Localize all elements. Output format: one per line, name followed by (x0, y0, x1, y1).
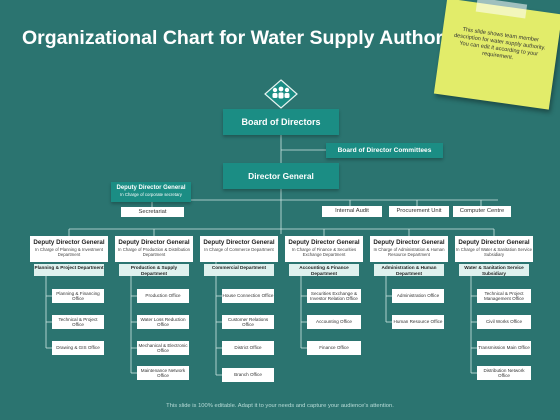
office-box: Drawing & GIS Office (52, 341, 104, 355)
ddg-corporate-sub: In Charge of corporate secretary (120, 192, 182, 197)
ddg-sub: In Charge of Water & Sanitation Service … (455, 247, 533, 257)
office-box: District Office (222, 341, 274, 355)
computer-centre-box: Computer Centre (453, 206, 511, 217)
ddg-sub: In Charge of Production & Distribution D… (117, 247, 191, 257)
board-committees-box: Board of Director Committees (326, 143, 443, 158)
dept-planning: Planning & Project Department (34, 264, 104, 276)
office-box: Technical & Project Management Office (477, 289, 531, 303)
ddg-title: Deputy Director General (373, 239, 445, 246)
footer-text: This slide is 100% editable. Adapt it to… (166, 403, 394, 409)
page-title: Organizational Chart for Water Supply Au… (22, 27, 466, 49)
ddg-administration-box: Deputy Director General In Charge of Adm… (370, 236, 448, 262)
ddg-finance-box: Deputy Director General In Charge of Fin… (285, 236, 363, 262)
office-box: Accounting Office (307, 315, 361, 329)
board-of-directors-box: Board of Directors (223, 109, 339, 135)
ddg-title: Deputy Director General (288, 239, 360, 246)
office-box: House Connection Office (222, 289, 274, 303)
office-box: Securities Exchange & Investor Relation … (307, 289, 361, 303)
ddg-sub: In Charge of Commerce Department (204, 247, 274, 252)
office-box: Customer Relations Office (222, 315, 274, 329)
dept-administration: Administration & Human Department (374, 264, 444, 276)
office-box: Water Loss Reduction Office (137, 315, 189, 329)
ddg-title: Deputy Director General (118, 239, 190, 246)
office-box: Distribution Network Office (477, 366, 531, 380)
office-box: Mechanical & Electronic Office (137, 341, 189, 355)
director-general-box: Director General (223, 163, 339, 189)
dept-water-sanitation: Water & Sanitation Service Subsidiary (459, 264, 529, 276)
ddg-title: Deputy Director General (203, 239, 275, 246)
office-box: Human Resource Office (392, 315, 444, 329)
office-box: Planning & Financing Office (52, 289, 104, 303)
ddg-title: Deputy Director General (458, 239, 530, 246)
team-icon (264, 79, 298, 109)
office-box: Administration Office (392, 289, 444, 303)
ddg-planning-box: Deputy Director General In Charge of Pla… (30, 236, 108, 262)
office-box: Transmission Main Office (477, 341, 531, 355)
dept-production: Production & Supply Department (119, 264, 189, 276)
dept-finance: Accounting & Finance Department (289, 264, 359, 276)
ddg-title: Deputy Director General (33, 239, 105, 246)
office-box: Technical & Project Office (52, 315, 104, 329)
ddg-production-box: Deputy Director General In Charge of Pro… (115, 236, 193, 262)
dept-commercial: Commercial Department (204, 264, 274, 276)
office-box: Civil Works Office (477, 315, 531, 329)
ddg-sub: In Charge of Finance & Securities Exchan… (291, 247, 357, 257)
internal-audit-box: Internal Audit (322, 206, 382, 217)
ddg-corporate-box: Deputy Director General In Charge of cor… (111, 182, 191, 202)
ddg-sub: In Charge of Administration & Human Reso… (373, 247, 445, 257)
ddg-commerce-box: Deputy Director General In Charge of Com… (200, 236, 278, 262)
office-box: Branch Office (222, 368, 274, 382)
ddg-sub: In Charge of Planning & Investment Depar… (35, 247, 103, 257)
office-box: Maintenance Network Office (137, 366, 189, 380)
procurement-unit-box: Procurement Unit (389, 206, 449, 217)
office-box: Production Office (137, 289, 189, 303)
ddg-corporate-title: Deputy Director General (116, 185, 186, 191)
secretariat-box: Secretariat (121, 207, 184, 217)
ddg-water-sanitation-box: Deputy Director General In Charge of Wat… (455, 236, 533, 262)
office-box: Finance Office (307, 341, 361, 355)
